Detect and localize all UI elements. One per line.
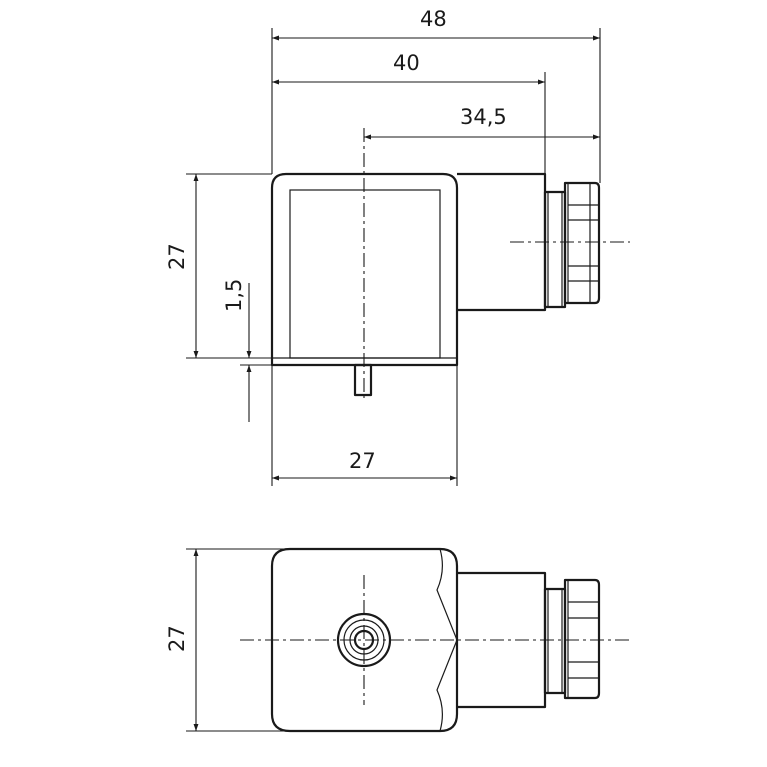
- side-view: [270, 128, 630, 398]
- side-view-body: [270, 172, 459, 367]
- side-view-pin: [353, 363, 373, 397]
- dim-gasket-thickness-label: 1,5: [222, 279, 246, 312]
- dim-overall-width-label: 48: [420, 7, 447, 31]
- side-view-inner-face: [289, 189, 441, 359]
- side-view-cable-housing: [457, 172, 547, 312]
- bottom-view-gland-nut: [563, 578, 601, 700]
- dim-body-width-label: 27: [349, 449, 376, 473]
- dim-bottom-view-height-label: 27: [165, 625, 189, 652]
- bottom-view-taper: [436, 548, 458, 732]
- dim-body-height-label: 27: [165, 243, 189, 270]
- bottom-view: [240, 547, 630, 733]
- side-view-gland-nut: [563, 181, 601, 305]
- side-view-dimensions: 48 40 34,5 27 1,5 27: [165, 7, 601, 486]
- dim-body-to-gland-label: 40: [393, 51, 420, 75]
- bottom-view-dimensions: 27: [165, 548, 290, 732]
- dim-axis-to-gland-end-label: 34,5: [460, 105, 507, 129]
